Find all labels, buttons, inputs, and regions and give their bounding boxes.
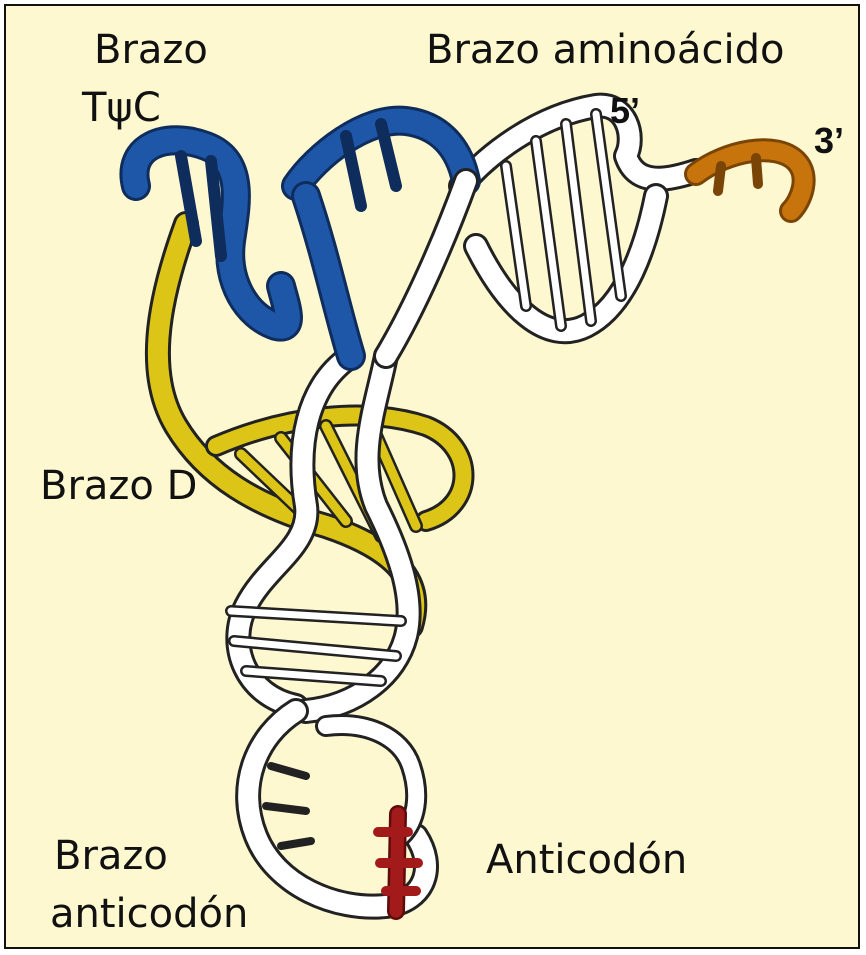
label-three-prime: 3’: [814, 120, 844, 162]
label-tpsic-arm-line1: Brazo: [94, 28, 208, 72]
label-amino-arm: Brazo aminoácido: [426, 28, 784, 72]
label-anticodon-arm-line1: Brazo: [54, 834, 168, 878]
label-d-arm: Brazo D: [40, 464, 197, 508]
label-anticodon-arm-line2: anticodón: [50, 892, 248, 936]
label-tpsic-arm-line2: TψC: [82, 86, 161, 130]
label-five-prime: 5’: [610, 90, 640, 132]
trna-figure: Brazo TψC Brazo aminoácido 5’ 3’ Brazo D…: [4, 4, 860, 949]
label-anticodon: Anticodón: [486, 838, 687, 882]
